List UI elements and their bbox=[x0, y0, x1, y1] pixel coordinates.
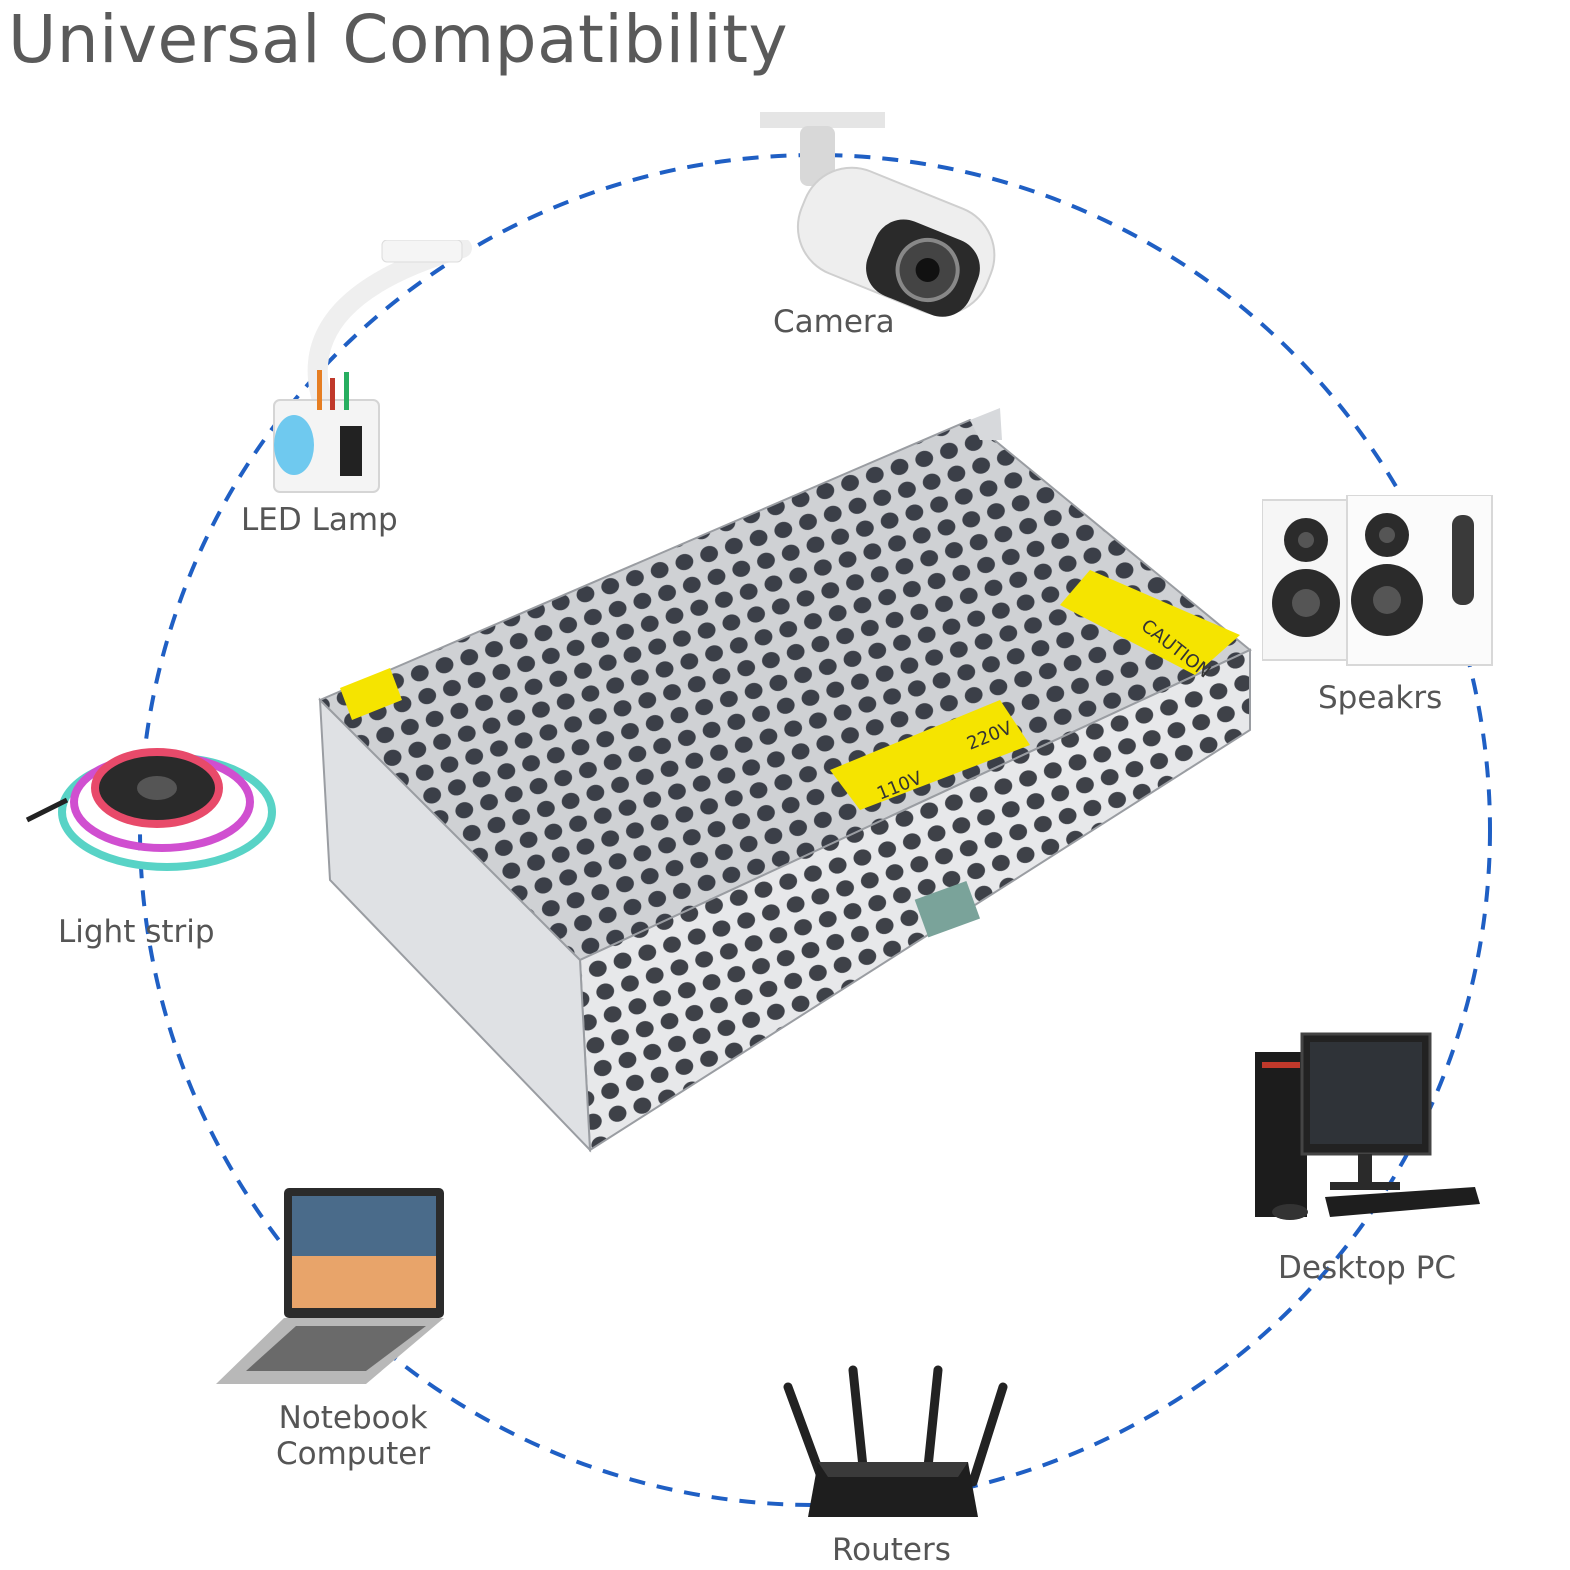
speakers-label: Speakrs bbox=[1318, 680, 1443, 716]
led-lamp-label: LED Lamp bbox=[241, 502, 398, 538]
notebook-label-line2: Computer bbox=[276, 1436, 431, 1472]
routers-label: Routers bbox=[832, 1532, 951, 1568]
notebook-computer-label: Notebook Computer bbox=[276, 1400, 430, 1472]
camera-label: Camera bbox=[773, 304, 895, 340]
power-supply-icon: CAUTION 110V 220V bbox=[318, 408, 1252, 1153]
desktop-pc-label: Desktop PC bbox=[1278, 1250, 1457, 1286]
notebook-label-line1: Notebook bbox=[278, 1400, 428, 1436]
light-strip-icon bbox=[25, 748, 276, 871]
notebook-computer-icon bbox=[216, 1188, 444, 1384]
camera-icon bbox=[760, 112, 996, 317]
led-lamp-icon bbox=[273, 240, 472, 493]
router-icon bbox=[783, 1365, 1008, 1517]
desktop-pc-icon bbox=[1255, 1032, 1480, 1220]
speakers-icon bbox=[1262, 495, 1493, 666]
light-strip-label: Light strip bbox=[58, 914, 215, 950]
page-title: Universal Compatibility bbox=[8, 1, 789, 78]
